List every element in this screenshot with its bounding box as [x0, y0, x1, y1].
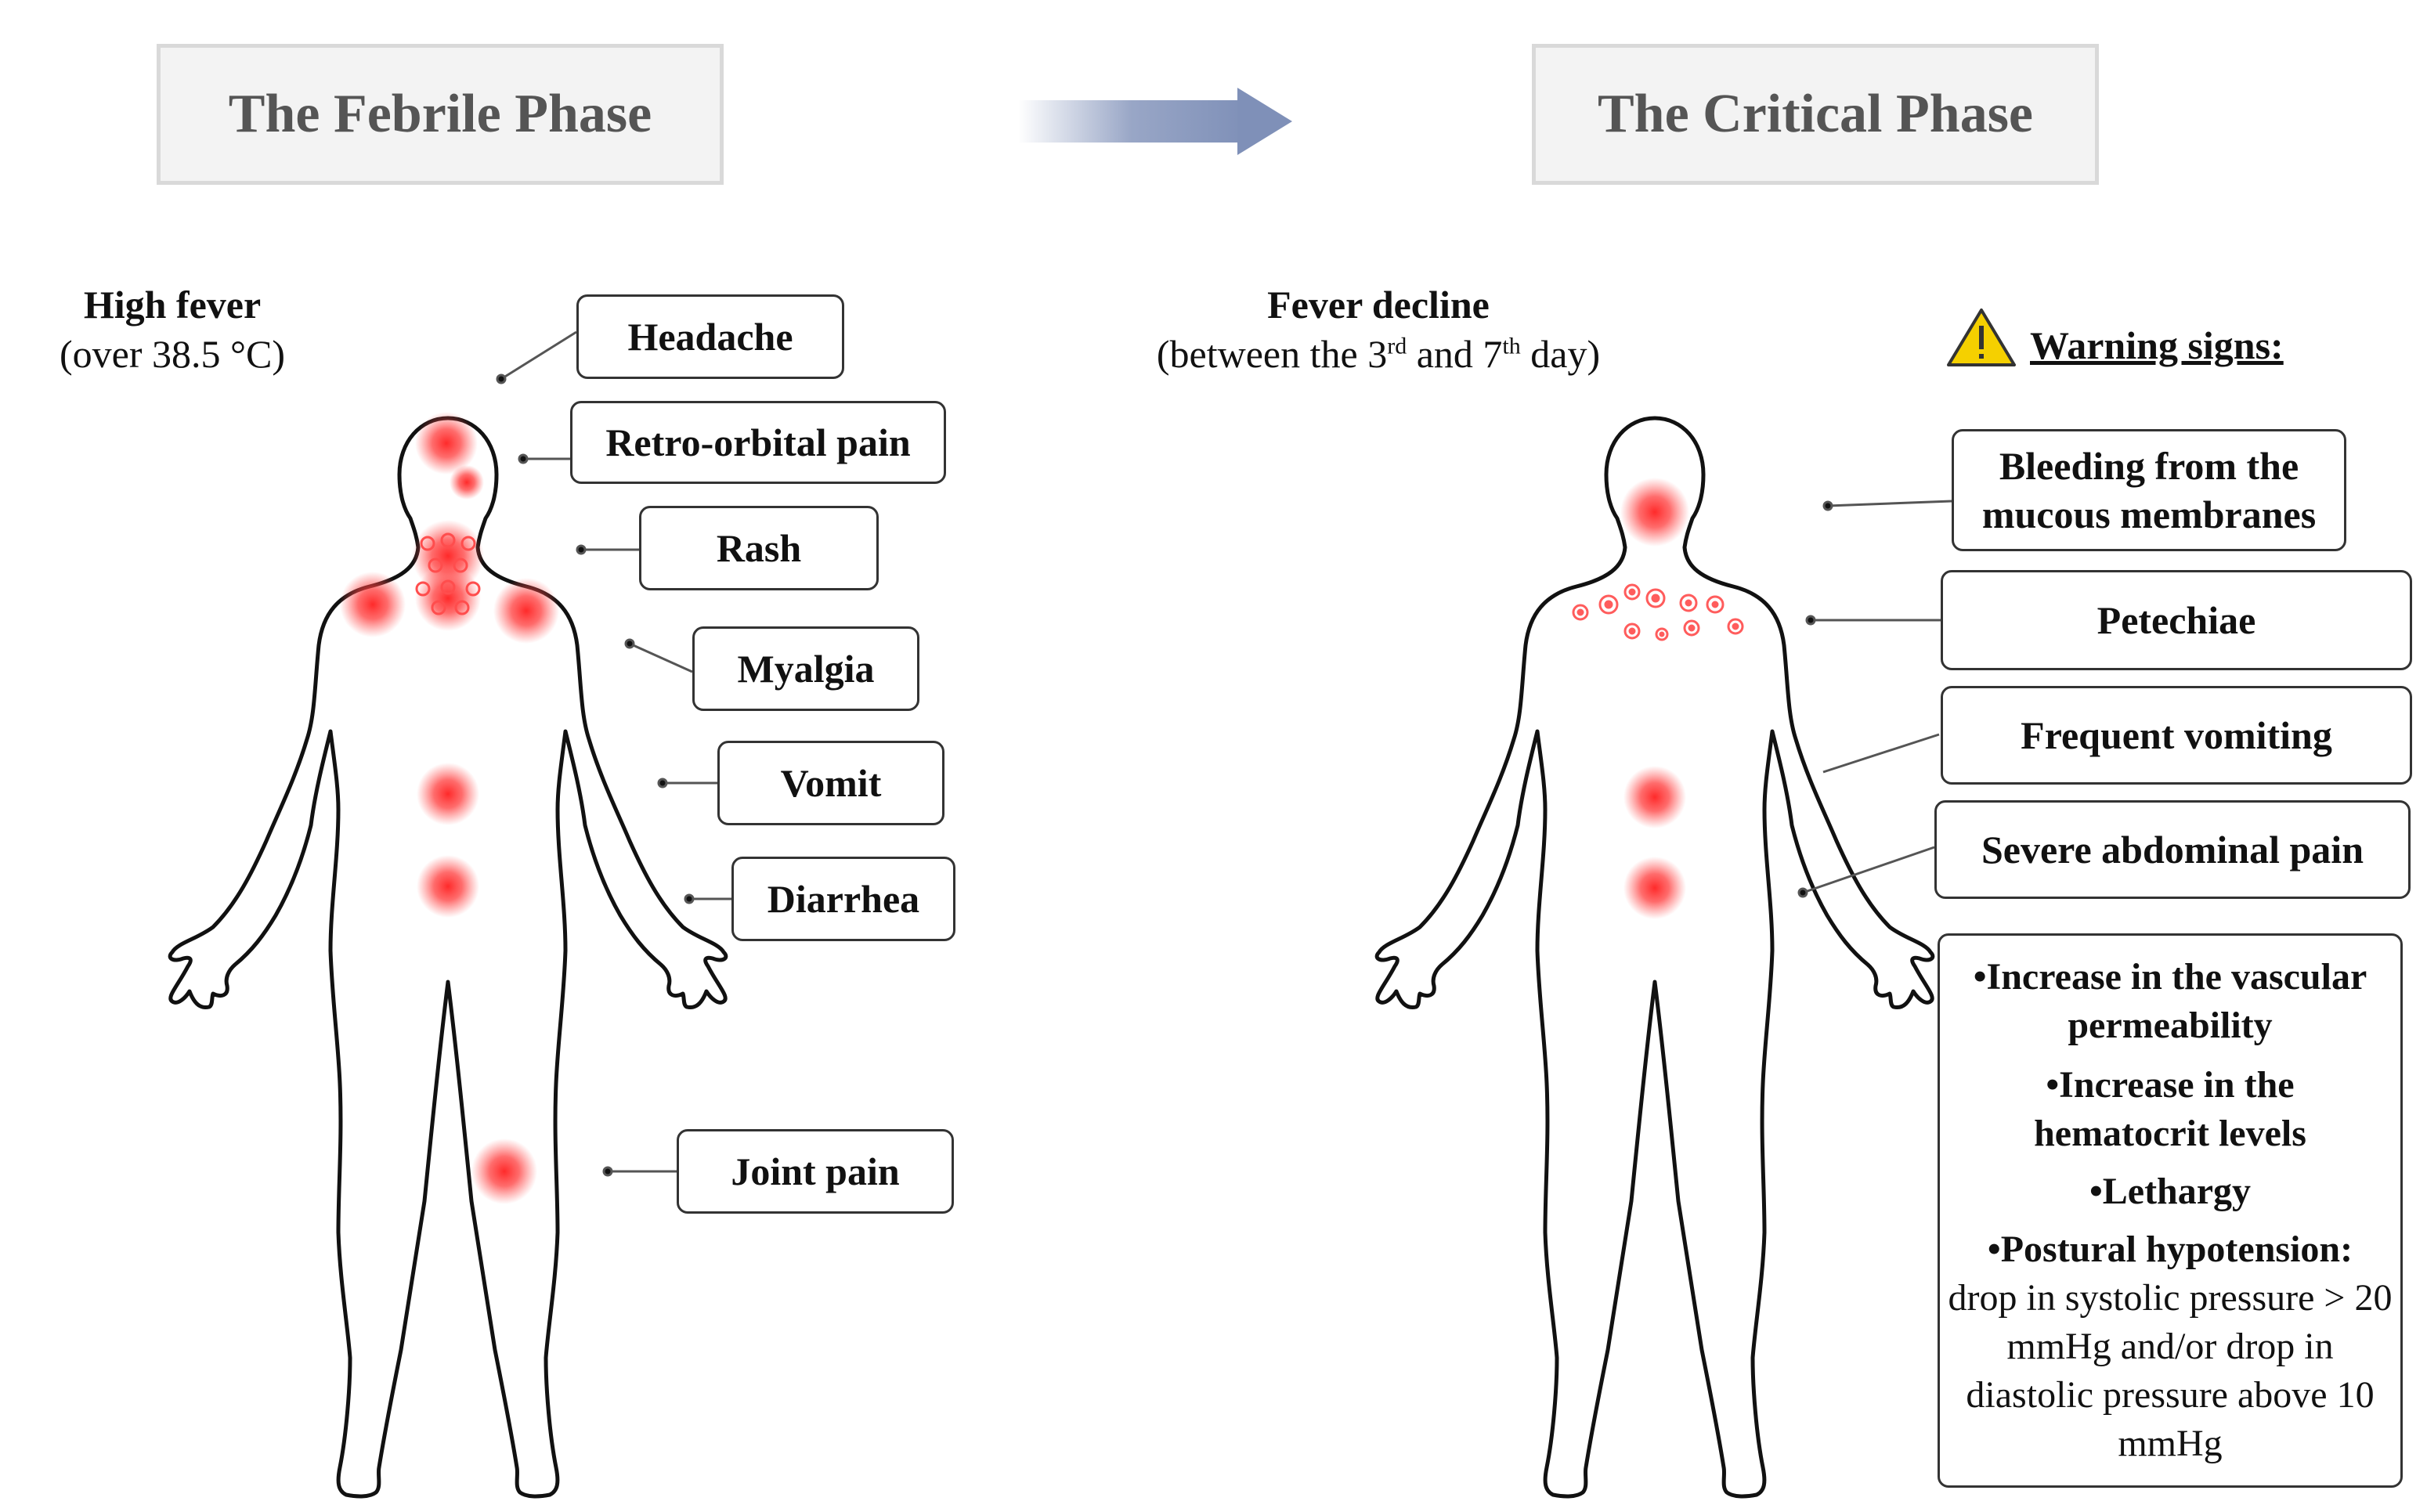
- warning-icon: [1947, 309, 2016, 366]
- hotspot-stomach: [417, 763, 479, 825]
- petechiae-dots: [1572, 583, 1744, 641]
- sign-severe-abdominal-pain: Severe abdominal pain: [1934, 800, 2411, 899]
- hotspot-knee: [471, 1139, 537, 1204]
- sign-bleeding: Bleeding from the mucous membranes: [1952, 429, 2346, 551]
- rash-dots: [415, 532, 481, 615]
- symptom-joint-pain: Joint pain: [677, 1129, 954, 1214]
- hotspot-throat: [1620, 478, 1689, 547]
- critical-signs-list: •Increase in the vascular permeability •…: [1938, 933, 2403, 1488]
- arrow-right-icon: [1018, 88, 1292, 155]
- sign-petechiae: Petechiae: [1941, 570, 2412, 670]
- febrile-hotspots: [340, 412, 559, 1204]
- critical-hotspots: [1572, 478, 1744, 919]
- symptom-rash: Rash: [639, 506, 879, 590]
- hotspot-chest: [415, 565, 481, 631]
- list-item-hematocrit: •Increase in the hematocrit levels: [2034, 1064, 2306, 1154]
- critical-connectors: [1797, 500, 1952, 898]
- list-item-vascular-permeability: •Increase in the vascular permeability: [1973, 956, 2367, 1046]
- list-item-postural-hypotension-detail: drop in systolic pressure > 20 mmHg and/…: [1948, 1277, 2393, 1464]
- warning-signs-title: Warning signs:: [2030, 323, 2284, 367]
- febrile-heading: High fever (over 38.5 °C): [31, 280, 313, 378]
- febrile-phase-title: The Febrile Phase: [157, 44, 724, 185]
- hotspot-right-shoulder: [493, 578, 559, 644]
- symptom-retro-orbital-pain: Retro-orbital pain: [570, 401, 946, 484]
- fever-decline-timing: (between the 3rd and 7th day): [1156, 331, 1601, 376]
- hotspot-abdomen: [1623, 857, 1686, 919]
- list-item-postural-hypotension: •Postural hypotension:: [1987, 1229, 2353, 1270]
- hotspot-abdomen: [417, 855, 479, 918]
- critical-phase-title: The Critical Phase: [1532, 44, 2099, 185]
- symptom-headache: Headache: [576, 294, 844, 379]
- high-fever-label: High fever: [83, 283, 262, 327]
- symptom-vomit: Vomit: [717, 741, 944, 825]
- critical-heading: Fever decline (between the 3rd and 7th d…: [1096, 280, 1660, 378]
- symptom-myalgia: Myalgia: [692, 626, 919, 711]
- sign-frequent-vomiting: Frequent vomiting: [1941, 686, 2412, 785]
- hotspot-eye: [450, 465, 484, 500]
- hotspot-head: [415, 412, 478, 475]
- hotspot-left-shoulder: [340, 572, 406, 637]
- critical-body-figure: [1377, 418, 1933, 1496]
- febrile-connectors: [496, 330, 731, 1177]
- hotspot-stomach: [1623, 766, 1686, 828]
- symptom-diarrhea: Diarrhea: [731, 857, 955, 941]
- fever-decline-label: Fever decline: [1267, 283, 1490, 327]
- list-item-lethargy: •Lethargy: [2089, 1171, 2252, 1212]
- fever-temperature: (over 38.5 °C): [60, 331, 285, 376]
